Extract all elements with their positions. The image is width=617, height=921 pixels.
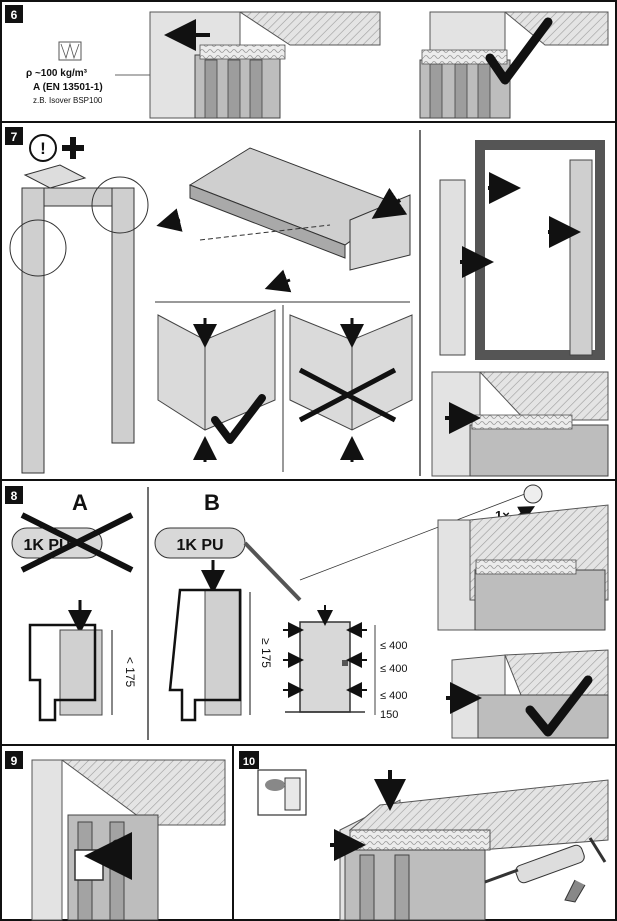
step8-foam-result [446, 649, 609, 739]
step10-weather-icon [257, 769, 307, 816]
step-number-7: 7 [11, 130, 18, 144]
depth-limit-b: ≥ 175 [259, 638, 273, 668]
checkmark-icon [525, 675, 593, 737]
step7-correct-corner [157, 309, 276, 462]
step6-frame-after [419, 11, 609, 119]
step-badge-7: 7 [5, 127, 23, 145]
step-badge-6: 6 [5, 5, 23, 23]
parts-box-icon [23, 164, 87, 189]
step-number-9: 9 [11, 754, 18, 768]
step-number-6: 6 [11, 8, 18, 22]
option-b-label: B [204, 490, 220, 515]
door-icon [299, 621, 351, 713]
density-spec: ρ ~100 kg/m³ [26, 68, 88, 79]
step7-frame-outline [9, 176, 149, 474]
closure-plug [74, 849, 104, 881]
step9-frame-fixing [31, 759, 226, 921]
option-a-label: A [72, 490, 88, 515]
plus-icon [62, 137, 84, 159]
insulation-icon [58, 41, 82, 61]
spacing-3: ≤ 400 [380, 690, 407, 702]
step7-warning-kit: ! [23, 134, 87, 189]
step-badge-9: 9 [5, 751, 23, 769]
step7-frame-section [431, 371, 609, 477]
step8-option-b: B 1K PU ≥ 175 [154, 490, 302, 722]
warning-icon [29, 134, 57, 162]
step7-wrong-corner [289, 314, 413, 462]
foam-label: 1K PU [176, 537, 223, 554]
product-example: z.B. Isover BSP100 [33, 96, 103, 105]
depth-limit-a: < 175 [123, 657, 137, 688]
step10-sealing [330, 770, 609, 921]
cross-icon [20, 512, 134, 573]
step-badge-8: 8 [5, 486, 23, 504]
cloud-icon [265, 779, 285, 791]
step8-door-spacing: ≤ 400 ≤ 400 ≤ 400 150 [283, 605, 407, 721]
step-badge-10: 10 [239, 751, 259, 769]
step7-frame-insert [439, 140, 605, 360]
step8-option-a: A 1K PU < 175 [11, 490, 137, 722]
step7-corner-assembly [156, 147, 411, 293]
step6-frame-before [149, 11, 381, 119]
checkmark-icon [211, 394, 266, 444]
cross-icon [298, 367, 397, 423]
spacing-2: ≤ 400 [380, 663, 407, 675]
fire-class-spec: A (EN 13501-1) [33, 82, 103, 93]
caulking-gun-icon [484, 837, 607, 903]
svg-text:!: ! [40, 139, 46, 158]
step8-foam-fill: 1× [299, 484, 609, 631]
checkmark-icon [485, 17, 553, 85]
spacing-1: ≤ 400 [380, 640, 407, 652]
step-number-10: 10 [243, 756, 255, 768]
step-number-8: 8 [11, 489, 18, 503]
spacing-bottom: 150 [380, 709, 398, 721]
